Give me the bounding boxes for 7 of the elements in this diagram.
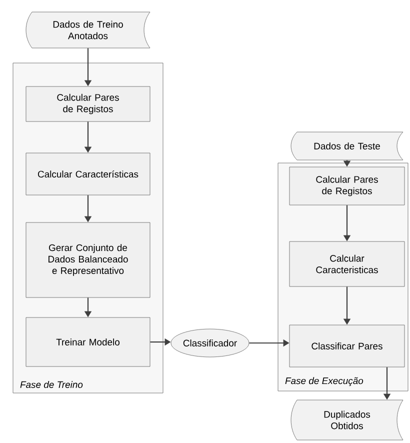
process-box: Gerar Conjunto de Dados Balanceado e Representativo: [26, 222, 150, 298]
process-box: Calcular Caracteristicas: [289, 241, 405, 287]
process-box: Calcular Pares de Registos: [26, 86, 150, 122]
process-box: Calcular Pares de Registos: [289, 166, 405, 206]
process-box: Classificar Pares: [289, 324, 405, 368]
process-box: Treinar Modelo: [26, 317, 150, 367]
process-box: Calcular Características: [26, 152, 150, 196]
